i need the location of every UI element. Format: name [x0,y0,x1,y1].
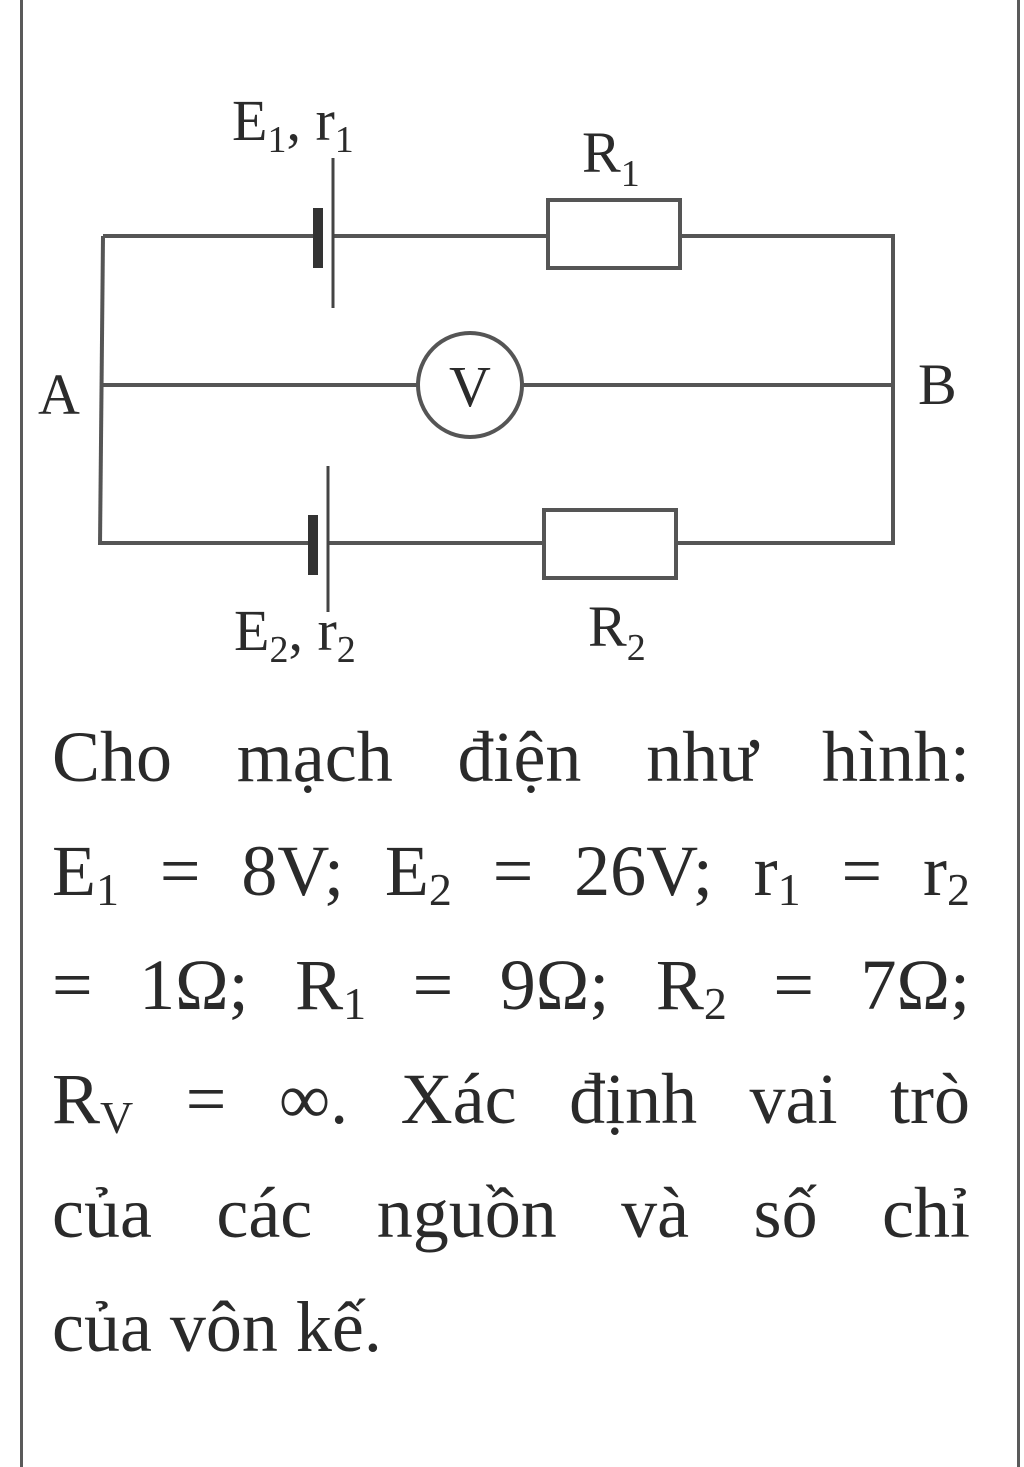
problem-line-2: E1 = 8V; E2 = 26V; r1 = r2 [52,831,970,915]
frame-right-border [1017,0,1020,1467]
label-source2: E2, r2 [234,598,356,671]
label-source1: E1, r1 [232,88,354,161]
problem-statement: Cho mạch điện như hình: E1 = 8V; E2 = 26… [52,700,970,1384]
label-node-a: A [38,362,80,427]
voltmeter [416,331,524,439]
problem-line-3: = 1Ω; R1 = 9Ω; R2 = 7Ω; [52,945,971,1029]
label-resistor2: R2 [588,594,646,669]
wire-left-vertical [98,235,105,546]
label-node-b: B [918,352,957,417]
frame-left-border [20,0,23,1467]
label-resistor1: R1 [582,120,640,195]
problem-line-4: RV = ∞. Xác định vai trò [52,1059,970,1143]
resistor-r2 [542,508,678,580]
circuit-diagram: E1, r1 R1 A B V E2, r2 R2 [38,88,957,671]
problem-line-6: của vôn kế. [52,1287,382,1367]
problem-line-5: của các nguồn và số chỉ [52,1173,970,1253]
resistor-r1 [546,198,682,270]
problem-line-1: Cho mạch điện như hình: [52,717,970,797]
voltmeter-label: V [449,354,491,419]
